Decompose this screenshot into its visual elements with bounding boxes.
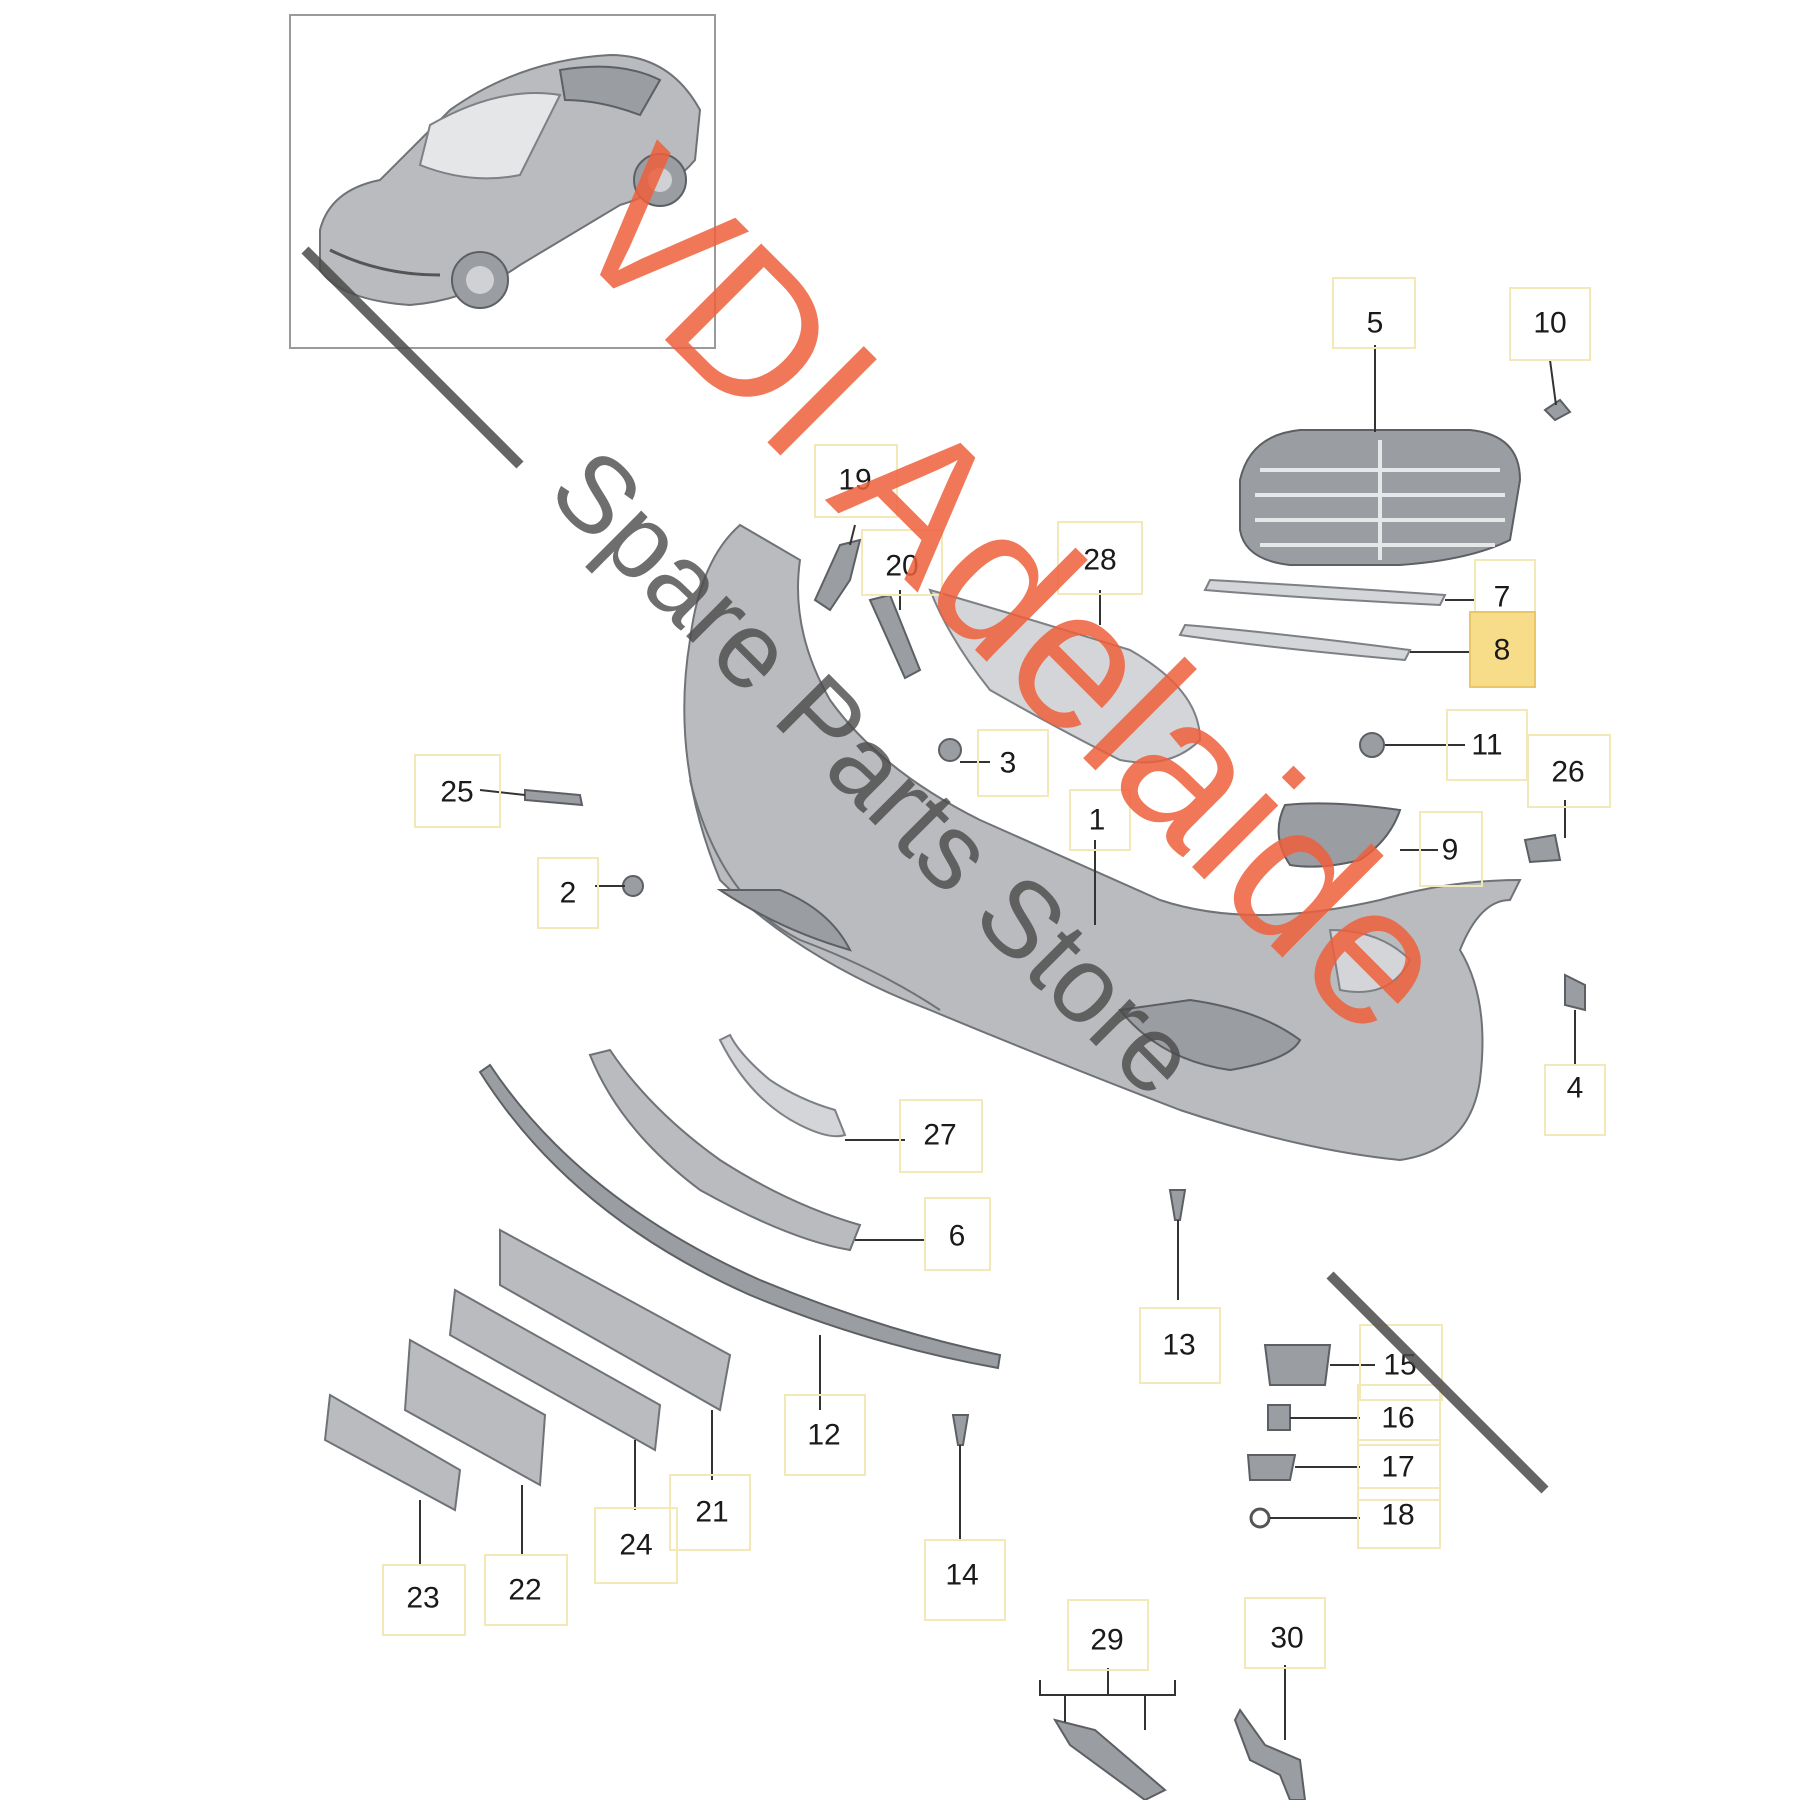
clip-3 — [938, 738, 962, 762]
callout-26[interactable]: 26 — [1527, 734, 1611, 808]
air-duct-28 — [928, 588, 1202, 764]
callout-label: 16 — [1381, 1402, 1414, 1435]
bolt-10 — [1543, 398, 1572, 422]
callout-8[interactable]: 8 — [1469, 611, 1536, 688]
callout-label: 4 — [1567, 1072, 1584, 1105]
car-thumbnail — [289, 14, 716, 349]
callout-15[interactable]: 15 — [1359, 1324, 1443, 1401]
callout-label: 1 — [1089, 804, 1106, 837]
sensor-holder-17 — [1246, 1454, 1297, 1481]
callout-27[interactable]: 27 — [899, 1099, 983, 1173]
callout-10[interactable]: 10 — [1509, 287, 1591, 361]
clip-4 — [1564, 973, 1586, 1012]
screw-14 — [951, 1414, 970, 1446]
callout-3[interactable]: 3 — [977, 729, 1049, 797]
tool-30 — [1233, 1708, 1307, 1800]
callout-label: 18 — [1381, 1499, 1414, 1532]
trim-strip-7 — [1203, 578, 1447, 607]
clip-26 — [1523, 833, 1562, 864]
callout-17[interactable]: 17 — [1357, 1439, 1441, 1501]
callout-label: 21 — [695, 1496, 728, 1529]
screw-13 — [1168, 1189, 1187, 1221]
callout-1[interactable]: 1 — [1069, 789, 1131, 851]
clip-2 — [622, 875, 644, 897]
callout-label: 2 — [560, 877, 577, 910]
adhesive-29 — [1052, 1718, 1167, 1800]
callout-label: 5 — [1367, 307, 1384, 340]
callout-label: 3 — [1000, 747, 1017, 780]
callout-label: 22 — [508, 1574, 541, 1607]
callout-9[interactable]: 9 — [1419, 811, 1483, 887]
callout-18[interactable]: 18 — [1357, 1487, 1441, 1549]
spoiler-lip-12 — [478, 1063, 1002, 1370]
callout-30[interactable]: 30 — [1244, 1597, 1326, 1669]
bracket-20 — [868, 593, 922, 680]
screw-25 — [524, 788, 584, 807]
callout-label: 25 — [440, 776, 473, 809]
callout-28[interactable]: 28 — [1057, 521, 1143, 595]
callout-19[interactable]: 19 — [814, 444, 898, 518]
callout-label: 19 — [838, 464, 871, 497]
callout-14[interactable]: 14 — [924, 1539, 1006, 1621]
callout-29[interactable]: 29 — [1067, 1599, 1149, 1671]
callout-5[interactable]: 5 — [1332, 277, 1416, 349]
callout-13[interactable]: 13 — [1139, 1307, 1221, 1384]
callout-label: 29 — [1090, 1624, 1123, 1657]
watermark-line-bottom — [1326, 1271, 1549, 1494]
callout-label: 23 — [406, 1582, 439, 1615]
callout-label: 13 — [1162, 1329, 1195, 1362]
trim-6 — [588, 1048, 862, 1252]
callout-label: 30 — [1270, 1622, 1303, 1655]
callout-6[interactable]: 6 — [924, 1197, 991, 1271]
callout-23[interactable]: 23 — [382, 1564, 466, 1636]
callout-11[interactable]: 11 — [1446, 709, 1528, 781]
bracket-15 — [1263, 1344, 1332, 1386]
nut-11 — [1359, 732, 1385, 758]
callout-label: 7 — [1494, 581, 1511, 614]
bumper-cover — [683, 523, 1522, 1162]
callout-21[interactable]: 21 — [669, 1474, 751, 1551]
trim-27 — [718, 1033, 847, 1138]
callout-label: 10 — [1533, 307, 1566, 340]
sensor-16 — [1267, 1404, 1291, 1431]
callout-2[interactable]: 2 — [537, 857, 599, 929]
callout-22[interactable]: 22 — [484, 1554, 568, 1626]
trim-strip-8 — [1178, 623, 1412, 662]
plate-holder-21 — [499, 1228, 732, 1412]
callout-label: 8 — [1494, 634, 1511, 667]
side-grille-9 — [1277, 802, 1402, 868]
callout-label: 6 — [949, 1220, 966, 1253]
callout-label: 26 — [1551, 756, 1584, 789]
callout-16[interactable]: 16 — [1357, 1384, 1441, 1446]
plate-holder-22 — [403, 1338, 547, 1487]
grille-5 — [1239, 429, 1522, 566]
watermark-line-top — [301, 246, 524, 469]
callout-label: 28 — [1083, 544, 1116, 577]
callout-25[interactable]: 25 — [414, 754, 501, 828]
callout-label: 24 — [619, 1529, 652, 1562]
callout-label: 17 — [1381, 1451, 1414, 1484]
plate-holder-24 — [448, 1288, 662, 1452]
callout-24[interactable]: 24 — [594, 1507, 678, 1584]
leader-lines — [419, 345, 1576, 1740]
callout-label: 20 — [885, 550, 918, 583]
callout-20[interactable]: 20 — [861, 529, 943, 596]
callout-4[interactable]: 4 — [1544, 1064, 1606, 1136]
callout-label: 9 — [1442, 834, 1459, 867]
ring-18 — [1249, 1507, 1271, 1529]
callout-label: 27 — [923, 1119, 956, 1152]
callout-label: 12 — [807, 1419, 840, 1452]
callout-label: 14 — [945, 1559, 978, 1592]
callout-label: 11 — [1471, 729, 1502, 762]
bracket-19 — [813, 538, 862, 612]
callout-12[interactable]: 12 — [784, 1394, 866, 1476]
plate-holder-23 — [323, 1393, 462, 1512]
